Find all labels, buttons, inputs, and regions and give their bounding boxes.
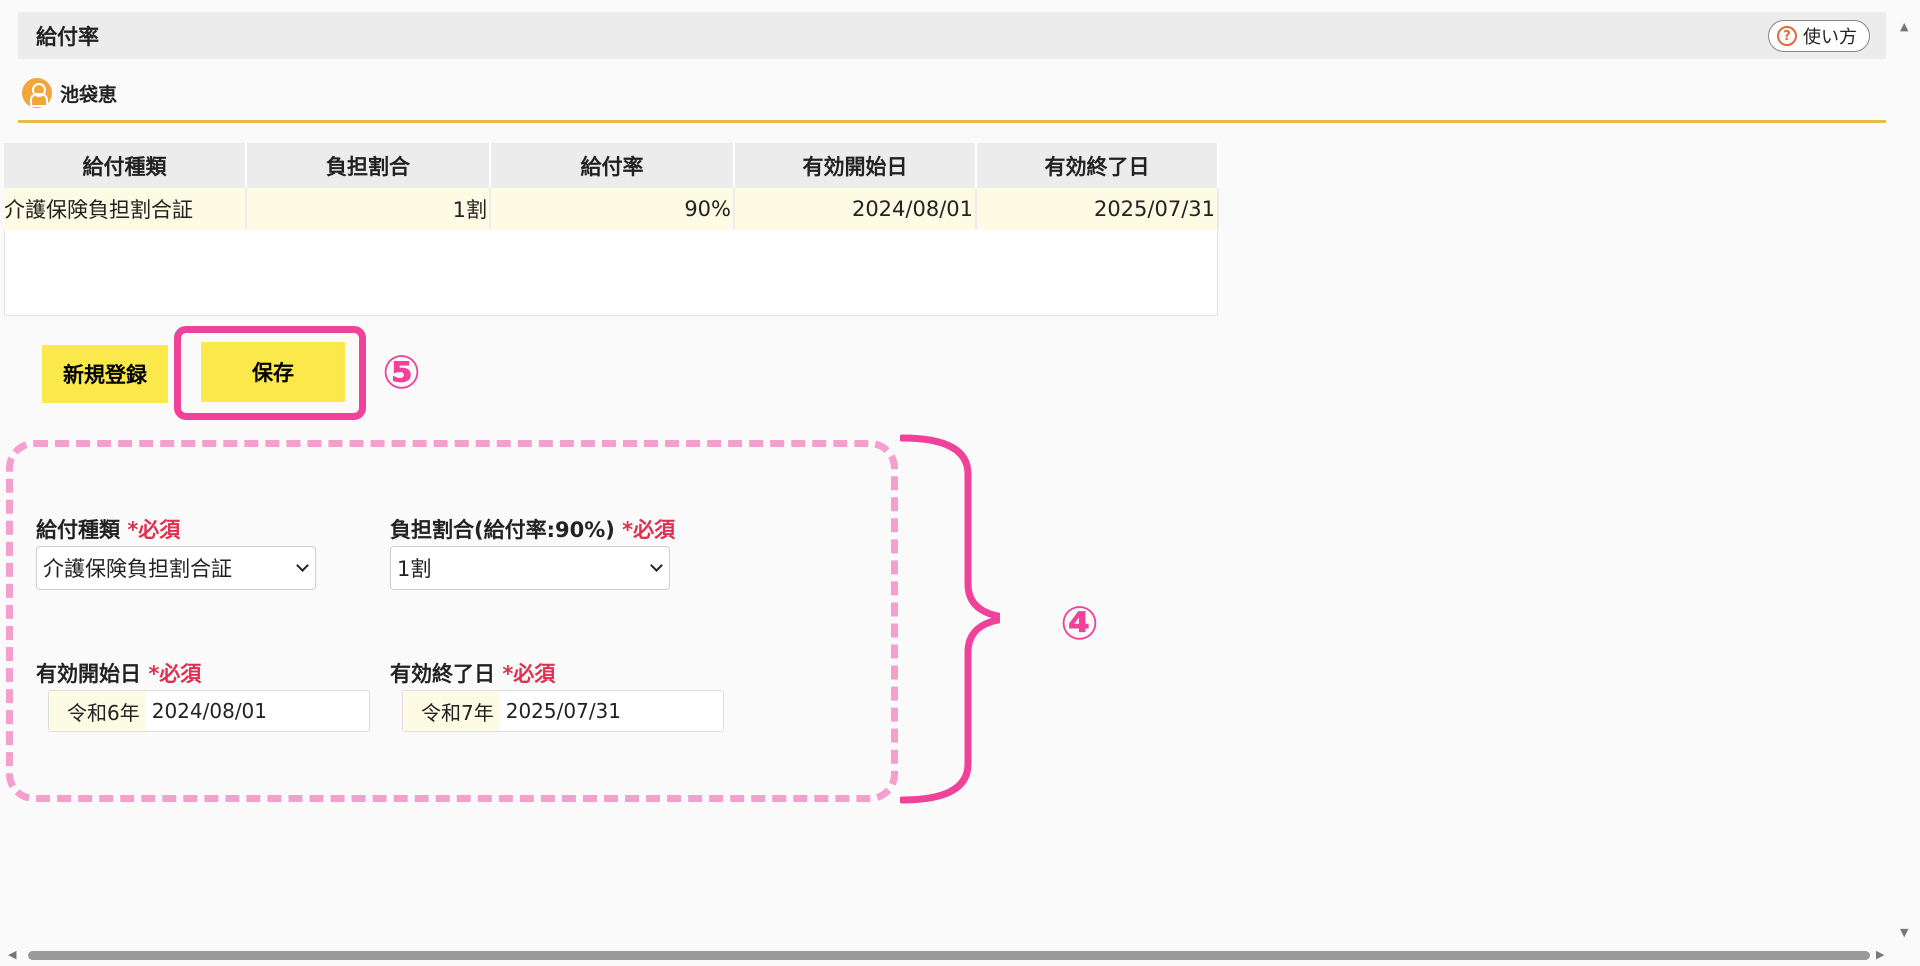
column-header: 給付種類 [4, 143, 247, 188]
user-row: 池袋恵 [22, 78, 117, 108]
benefit-type-value: 介護保険負担割合証 [43, 557, 232, 581]
end-date-field: 令和7年 [402, 690, 724, 732]
save-highlight-box [174, 326, 366, 420]
start-date-label: 有効開始日 *必須 [36, 658, 201, 688]
cell-benefit-type: 介護保険負担割合証 [4, 188, 247, 230]
scroll-left-arrow[interactable]: ◀ [8, 948, 17, 961]
share-select[interactable]: 1割 [390, 546, 670, 590]
cell-share: 1割 [246, 188, 491, 230]
question-icon: ? [1777, 26, 1797, 46]
end-date-label-text: 有効終了日 [390, 662, 495, 686]
page-header: 給付率 ? 使い方 [18, 12, 1886, 59]
share-label-text: 負担割合(給付率:90%) [390, 518, 615, 542]
start-date-input[interactable] [145, 698, 330, 724]
rate-table: 給付種類 負担割合 給付率 有効開始日 有効終了日 介護保険負担割合証 1割 9… [4, 143, 1219, 230]
table-empty-area [4, 230, 1218, 316]
chevron-down-icon [296, 559, 309, 572]
start-date-field: 令和6年 [48, 690, 370, 732]
required-badge: *必須 [127, 518, 181, 542]
column-header: 給付率 [490, 143, 735, 188]
required-badge: *必須 [502, 662, 556, 686]
annotation-marker-5: ⑤ [382, 345, 421, 399]
chevron-down-icon [650, 559, 663, 572]
page-title: 給付率 [36, 24, 99, 49]
share-label: 負担割合(給付率:90%) *必須 [390, 514, 675, 544]
scroll-up-arrow[interactable]: ▲ [1900, 20, 1909, 33]
new-register-button[interactable]: 新規登録 [42, 345, 168, 403]
cell-start-date: 2024/08/01 [734, 188, 977, 230]
column-header: 負担割合 [246, 143, 491, 188]
user-name: 池袋恵 [60, 83, 118, 106]
start-date-label-text: 有効開始日 [36, 662, 141, 686]
table-header-row: 給付種類 負担割合 給付率 有効開始日 有効終了日 [4, 143, 1219, 188]
divider [18, 120, 1886, 123]
end-date-label: 有効終了日 *必須 [390, 658, 555, 688]
form-highlight-box [6, 440, 898, 802]
user-icon [22, 78, 52, 108]
scroll-right-arrow[interactable]: ▶ [1876, 948, 1885, 961]
benefit-type-select[interactable]: 介護保険負担割合証 [36, 546, 316, 590]
cell-end-date: 2025/07/31 [976, 188, 1219, 230]
help-button-label: 使い方 [1803, 27, 1857, 48]
column-header: 有効開始日 [734, 143, 977, 188]
required-badge: *必須 [622, 518, 676, 542]
benefit-type-label-text: 給付種類 [36, 518, 120, 542]
column-header: 有効終了日 [976, 143, 1219, 188]
scroll-down-arrow[interactable]: ▼ [1900, 926, 1909, 939]
end-date-input[interactable] [499, 698, 684, 724]
share-value: 1割 [397, 557, 432, 581]
start-era-label: 令和6年 [49, 691, 146, 731]
benefit-type-label: 給付種類 *必須 [36, 514, 180, 544]
required-badge: *必須 [148, 662, 202, 686]
bracket-annotation [900, 434, 1000, 804]
table-row[interactable]: 介護保険負担割合証 1割 90% 2024/08/01 2025/07/31 [4, 188, 1219, 230]
end-era-label: 令和7年 [403, 691, 500, 731]
scrollbar-thumb[interactable] [28, 951, 1870, 960]
help-button[interactable]: ? 使い方 [1768, 20, 1870, 52]
horizontal-scrollbar[interactable]: ◀ ▶ [0, 944, 1920, 966]
annotation-marker-4: ④ [1060, 596, 1099, 650]
cell-rate: 90% [490, 188, 735, 230]
save-button[interactable]: 保存 [201, 342, 345, 402]
